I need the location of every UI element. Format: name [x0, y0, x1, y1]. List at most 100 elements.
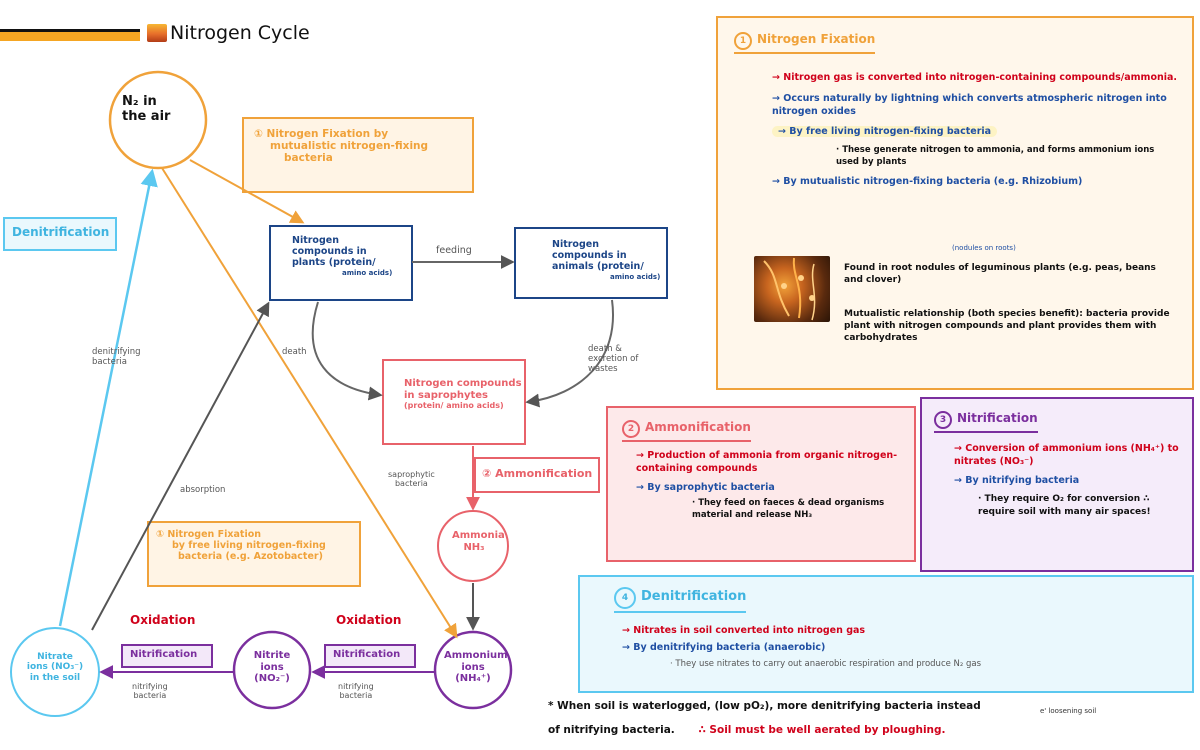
saprophytes-node-label: Nitrogen compounds in saprophytes (prote…	[404, 378, 522, 410]
ammonification-bullet-2: → By saprophytic bacteria	[636, 481, 775, 493]
nitrifying-left-line-2: bacteria	[133, 691, 167, 701]
arrow-n2-to-plants	[189, 159, 305, 224]
ammonification-number-badge: 2	[622, 420, 640, 438]
title-underline-bar	[0, 29, 140, 41]
nitrite-line-1: Nitrite	[253, 650, 291, 661]
fixation-free-living-line-2: by free living nitrogen-fixing	[172, 539, 326, 551]
saprophytic-bacteria-line-2: bacteria	[394, 479, 428, 489]
fixation-free-living-label: ① Nitrogen Fixation by free living nitro…	[156, 529, 326, 563]
fixation-mutualistic-label: ① Nitrogen Fixation by mutualistic nitro…	[254, 128, 428, 164]
absorption-label: absorption	[180, 485, 226, 495]
ammonium-line-3: (NH₄⁺)	[455, 673, 491, 684]
footer-line-1: * When soil is waterlogged, (low pO₂), m…	[548, 700, 981, 712]
denitrification-label-box	[3, 217, 117, 251]
ammonia-line-2: NH₃	[463, 541, 485, 553]
nitrifying-right-line-1: nitrifying	[338, 682, 374, 691]
arrow-nitrate-to-plants	[91, 301, 270, 631]
ammonium-line-1: Ammonium	[444, 650, 508, 661]
ammonification-title-text: Ammonification	[645, 420, 751, 434]
root-nodules-image	[754, 256, 830, 322]
ammonification-bullet-2-sub: · They feed on faeces & dead organisms m…	[692, 498, 885, 520]
ammonification-label-box	[474, 457, 600, 493]
arrow-plants-to-saprophytes	[311, 301, 383, 401]
n2-node-circle	[108, 70, 208, 170]
nitrate-node-label: Nitrate ions (NO₃⁻) in the soil	[18, 652, 92, 683]
fixation-bullet-4: → By mutualistic nitrogen-fixing bacteri…	[772, 176, 1083, 188]
denitrifying-bacteria-line-1: denitrifying	[92, 347, 141, 357]
nitrite-line-2: ions	[260, 661, 284, 673]
denitrifying-bacteria-line-2: bacteria	[92, 356, 127, 367]
fixation-free-living-label-box	[147, 521, 361, 587]
nitrate-line-1: Nitrate	[37, 652, 73, 662]
nitrate-line-2: ions (NO₃⁻)	[26, 662, 84, 673]
n2-line-1: N₂ in	[122, 94, 157, 109]
nitrite-node-label: Nitrite ions (NO₂⁻)	[244, 650, 300, 685]
fixation-free-living-line-1: ① Nitrogen Fixation	[156, 529, 261, 540]
nitrification-left-label-box	[121, 644, 213, 668]
ammonification-bullet-1: → Production of ammonia from organic nit…	[636, 450, 898, 474]
denitrification-bullet-2-sub: · They use nitrates to carry out anaerob…	[670, 658, 982, 669]
animals-node-box	[514, 227, 668, 299]
oxidation-left-label: Oxidation	[130, 613, 196, 627]
death-excretion-label: death & excretion of wastes	[588, 344, 639, 374]
root-strands-icon	[763, 257, 816, 321]
plants-line-2: compounds in	[292, 245, 367, 257]
nitrification-left-label: Nitrification	[130, 649, 198, 660]
fixation-mutualistic-line-3: bacteria	[284, 152, 333, 165]
fixation-bullet-1: → Nitrogen gas is converted into nitroge…	[772, 72, 1178, 83]
nitrification-bullet-2-sub: · They require O₂ for conversion ∴ requi…	[978, 494, 1151, 517]
denitrifying-bacteria-label: denitrifying bacteria	[92, 347, 141, 368]
plants-line-4: amino acids)	[342, 268, 393, 277]
fixation-number-badge: 1	[734, 32, 752, 50]
death-excretion-line-2: excretion of	[588, 353, 639, 364]
arrow-n2-to-ammonium	[161, 167, 458, 639]
ammonia-node-label: Ammonia NH₃	[452, 530, 505, 553]
denitrification-label: Denitrification	[12, 225, 110, 239]
saprophytes-line-1: Nitrogen compounds	[404, 378, 522, 389]
animals-line-2: compounds in	[552, 249, 627, 261]
n2-line-2: the air	[122, 108, 171, 124]
ammonification-panel: 2 Ammonification → Production of ammonia …	[606, 406, 916, 562]
animals-line-3: animals (protein/	[552, 260, 644, 272]
death-excretion-line-1: death &	[588, 344, 622, 354]
footer-line-2-text: of nitrifying bacteria.	[548, 724, 675, 736]
denitrification-number-badge: 4	[614, 587, 636, 609]
nitrifying-left-label: nitrifying bacteria	[132, 682, 168, 700]
plants-node-label: Nitrogen compounds in plants (protein/ a…	[292, 235, 393, 277]
nitrification-right-label-box	[324, 644, 416, 668]
page-title: Nitrogen Cycle	[170, 22, 310, 44]
death-label: death	[282, 347, 307, 357]
fixation-bullet-3: → By free living nitrogen-fixing bacteri…	[772, 126, 1178, 139]
fixation-nodules-note: (nodules on roots)	[952, 244, 1016, 252]
nitrate-line-3: in the soil	[29, 672, 81, 683]
fixation-mutualistic-label-box	[242, 117, 474, 193]
ammonia-line-1: Ammonia	[452, 530, 505, 541]
denitrification-bullet-2: → By denitrifying bacteria (anaerobic)	[622, 641, 826, 653]
ammonium-node-label: Ammonium ions (NH₄⁺)	[444, 650, 508, 685]
fixation-mutualistic-text: Mutualistic relationship (both species b…	[844, 309, 1170, 344]
fixation-mutualistic-line-1: ① Nitrogen Fixation by	[254, 128, 389, 140]
footer-conclusion: ∴ Soil must be well aerated by ploughing…	[698, 724, 946, 736]
death-excretion-line-3: wastes	[588, 363, 618, 374]
arrow-nitrate-to-n2	[58, 168, 158, 627]
fixation-mutualistic-line-2: mutualistic nitrogen-fixing	[270, 140, 429, 153]
nitrification-bullet-1: → Conversion of ammonium ions (NH₄⁺) to …	[954, 443, 1179, 467]
fixation-bullet-3-text: → By free living nitrogen-fixing bacteri…	[772, 126, 998, 138]
denitrification-bullet-1: → Nitrates in soil converted into nitrog…	[622, 625, 866, 636]
ammonia-node-circle	[437, 510, 509, 582]
nitrifying-left-line-1: nitrifying	[132, 682, 168, 691]
fixation-bullet-2: → Occurs naturally by lightning which co…	[772, 92, 1167, 117]
oxidation-right-label: Oxidation	[336, 613, 402, 627]
fixation-bullet-3-sub: · These generate nitrogen to ammonia, an…	[836, 145, 1155, 167]
ammonification-panel-title: 2 Ammonification	[622, 420, 751, 442]
nitrite-line-3: (NO₂⁻)	[254, 673, 290, 684]
nitrite-node-circle	[232, 630, 312, 710]
saprophytic-bacteria-line-1: saprophytic	[388, 470, 435, 479]
nitrification-bullet-2: → By nitrifying bacteria	[954, 474, 1080, 486]
plants-line-3: plants (protein/	[292, 256, 376, 268]
ammonium-node-circle	[433, 630, 513, 710]
